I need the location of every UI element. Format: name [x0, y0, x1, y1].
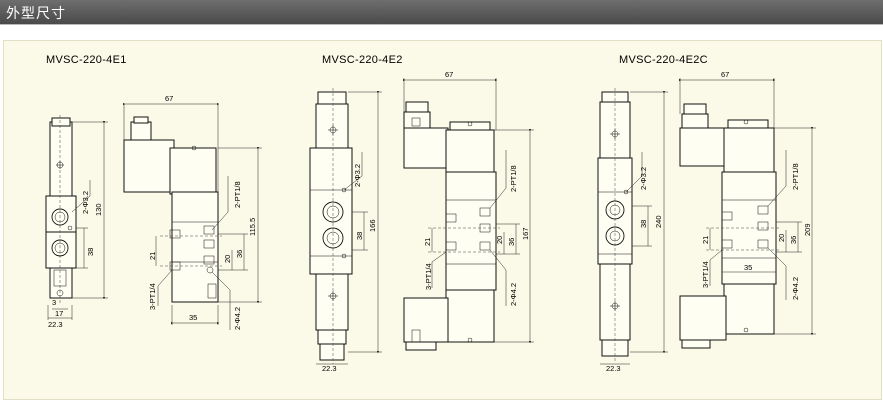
drawing-model-3: 240 38 2-Φ3.2 22.3 [597, 70, 816, 373]
dim-width-3-22: 22.3 [606, 364, 621, 373]
side-view-1 [123, 116, 222, 303]
dim-height-1: 130 [94, 203, 103, 216]
dim-36-2: 36 [507, 238, 516, 246]
dim-20-3: 20 [777, 234, 786, 242]
model-label-1: MVSC-220-4E1 [46, 54, 127, 66]
dim-20-1: 20 [223, 255, 232, 263]
dim-top-1: 67 [165, 94, 173, 103]
section-title: 外型尺寸 [6, 6, 66, 22]
dim-35-1: 35 [189, 313, 197, 322]
side-view-2 [403, 101, 500, 351]
front-view-2 [309, 88, 353, 364]
dim-167-2: 167 [521, 227, 530, 240]
dim-small-1: 3 [52, 298, 56, 307]
dim-38-2: 38 [355, 232, 364, 240]
model-label-2: MVSC-220-4E2 [322, 54, 403, 66]
dim-21-1: 21 [148, 252, 157, 260]
model-label-3: MVSC-220-4E2C [619, 54, 708, 66]
dim-21-2: 21 [423, 238, 432, 246]
dim-209-3: 209 [803, 223, 812, 236]
header-divider [0, 24, 883, 25]
dim-hole-1: 2-Φ3.2 [81, 191, 90, 214]
dim-21-3: 21 [701, 236, 710, 244]
dim-width-2-22: 22.3 [322, 364, 337, 373]
dim-pt14-3: 3-PT1/4 [701, 261, 710, 288]
dim-pt18-3: 2-PT1/8 [791, 163, 800, 190]
dim-35-3: 35 [744, 263, 752, 272]
dim-36-1: 36 [235, 250, 244, 258]
front-view-1 [45, 115, 77, 305]
dim-top-2: 67 [445, 70, 453, 79]
dim-hole-2: 2-Φ3.2 [353, 164, 362, 187]
dim-pt18-1: 2-PT1/8 [233, 181, 242, 208]
front-view-3 [597, 88, 633, 362]
dim-pt14-2: 3-PT1/4 [424, 263, 433, 290]
dim-pt18-2: 2-PT1/8 [509, 165, 518, 192]
section-header: 外型尺寸 [0, 0, 883, 24]
dim-height-3: 240 [654, 215, 663, 228]
dim-hole2-1: 2-Φ4.2 [233, 307, 242, 330]
side-view-3 [679, 103, 780, 349]
dim-36-3: 36 [789, 236, 798, 244]
dim-hole2-2: 2-Φ4.2 [509, 283, 518, 306]
dim-hole2-3: 2-Φ4.2 [791, 277, 800, 300]
dim-top-3: 67 [721, 70, 729, 79]
drawing-model-1: 22.3 17 3 130 38 2-Φ3.2 [45, 94, 262, 330]
dim-width-1: 22.3 [48, 320, 63, 329]
dim-height-2: 166 [368, 219, 377, 232]
dim-20-2: 20 [495, 236, 504, 244]
dim-38-1: 38 [86, 248, 95, 256]
drawing-model-2: 166 38 2-Φ3.2 22.3 [309, 70, 534, 373]
dim-115-1: 115.5 [248, 218, 257, 236]
dim-38-3: 38 [639, 220, 648, 228]
dim-hole-3: 2-Φ3.2 [639, 167, 648, 190]
dim-pt14-1: 3-PT1/4 [148, 283, 157, 310]
dim-width-2: 17 [55, 309, 63, 318]
